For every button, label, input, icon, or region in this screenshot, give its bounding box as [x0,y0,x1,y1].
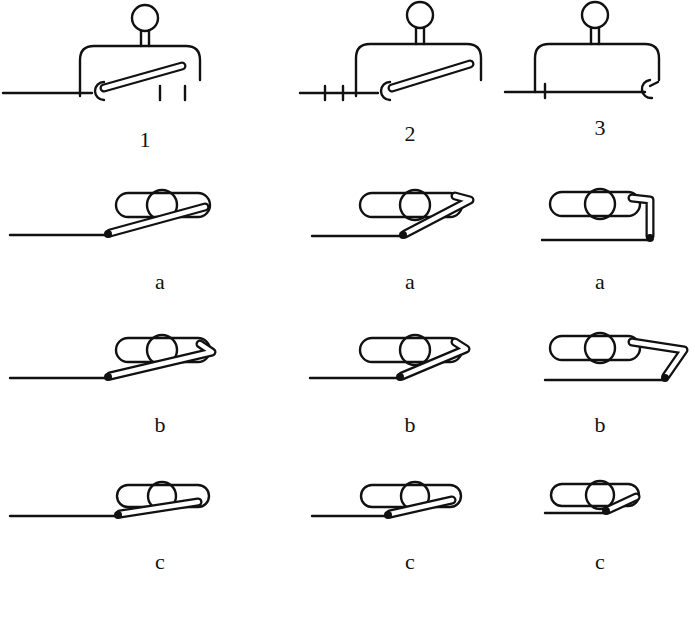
top-view-a3 [542,189,654,242]
variant-letter: c [405,551,415,573]
top-view-a2 [312,190,470,239]
top-view-c1 [10,482,209,519]
figure-number: 2 [405,123,416,145]
variant-letter: b [595,414,606,436]
variant-letter: b [155,414,166,436]
side-view-3 [505,2,659,98]
figure-number: 1 [140,129,151,151]
top-view-a1 [10,190,210,238]
figure-number: 3 [595,117,606,139]
top-view-b2 [310,335,466,381]
variant-letter: a [595,271,605,293]
top-view-b3 [545,333,684,382]
variant-letter: a [155,271,165,293]
top-view-c2 [312,482,461,519]
side-view-1 [3,5,200,100]
variant-letter: a [405,271,415,293]
variant-letter: c [155,551,165,573]
top-view-c3 [545,481,639,515]
variant-letter: b [405,414,416,436]
side-view-2 [300,2,481,100]
top-view-b1 [10,335,212,381]
variant-letter: c [595,551,605,573]
